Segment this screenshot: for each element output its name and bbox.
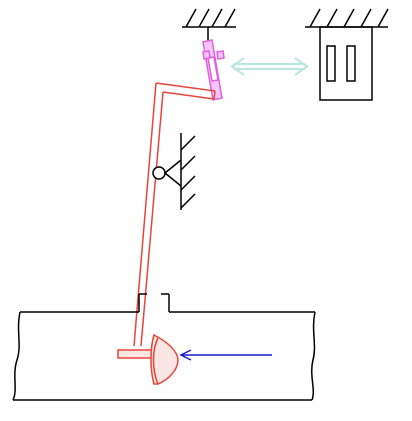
switch-box	[319, 26, 373, 101]
contact-right-icon	[346, 45, 356, 82]
pipe	[12, 293, 316, 401]
lever-arm	[133, 82, 216, 347]
flow-direction-arrow	[179, 349, 272, 361]
pivot-point	[152, 166, 166, 180]
valve-plunger	[202, 39, 225, 101]
ceiling-mount-right	[305, 8, 389, 28]
paddle-vane	[117, 333, 179, 385]
contact-left-icon	[326, 45, 336, 82]
ceiling-mount-left	[182, 8, 236, 28]
wall-bracket	[164, 133, 196, 210]
signal-arrow	[230, 57, 309, 76]
